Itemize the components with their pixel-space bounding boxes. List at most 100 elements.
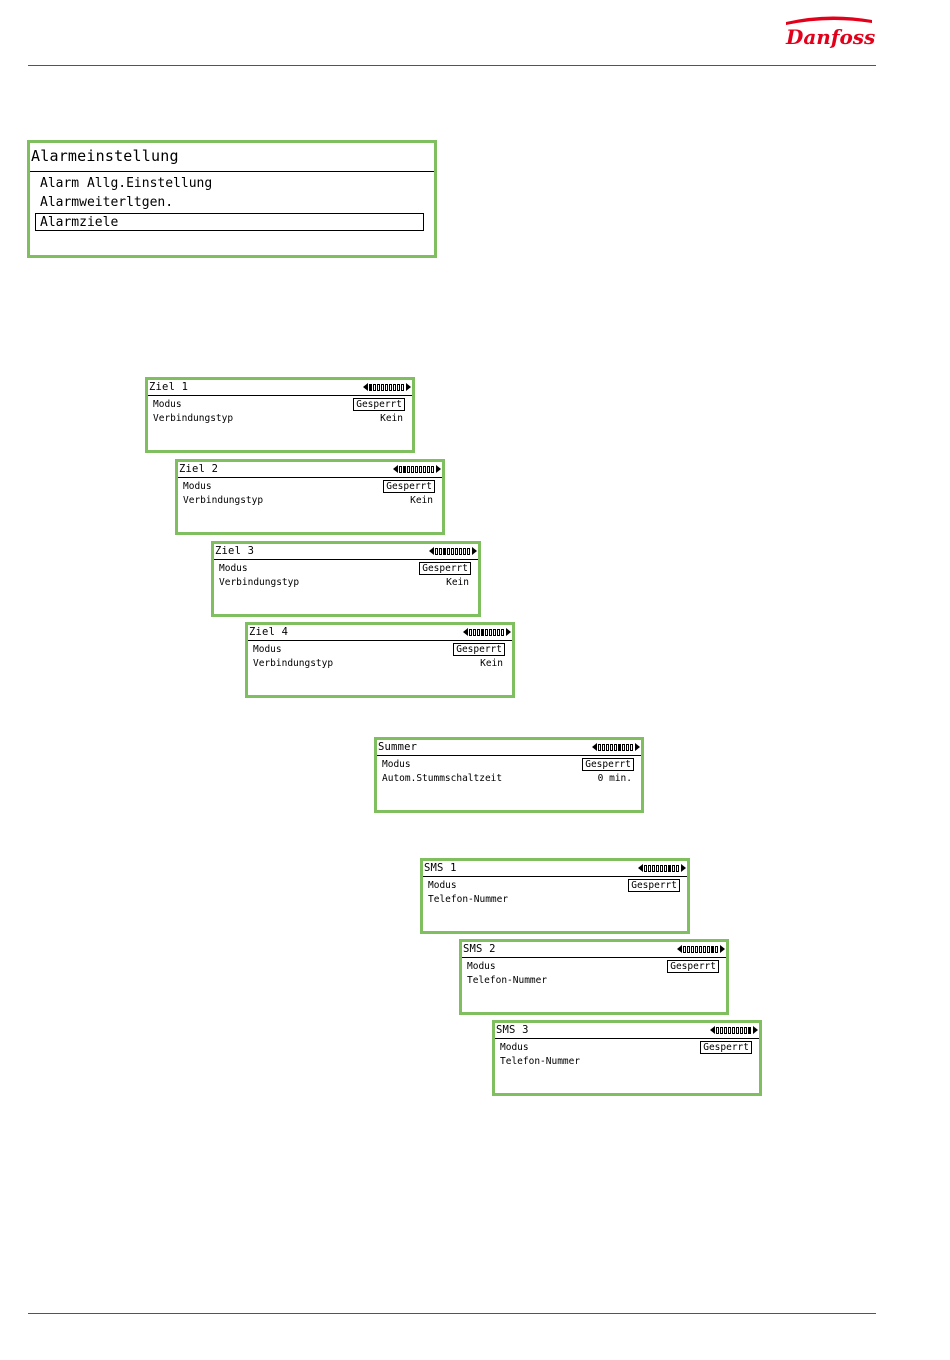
scroll-segment	[676, 864, 679, 872]
mode-label: Modus	[382, 759, 411, 770]
buzzer-panel: Summer Modus Gesperrt Autom.Stummschaltz…	[374, 737, 644, 813]
panel-header: Ziel 4	[248, 625, 512, 641]
mode-value[interactable]: Gesperrt	[582, 758, 634, 771]
scroll-indicator	[363, 383, 411, 391]
panel-title: Ziel 1	[149, 381, 189, 393]
phone-number-label: Telefon-Nummer	[500, 1056, 581, 1067]
scroll-right-arrow-icon	[720, 945, 725, 953]
scroll-right-arrow-icon	[753, 1026, 758, 1034]
scroll-segment	[644, 864, 647, 872]
scroll-segment	[399, 465, 402, 473]
scroll-segment	[373, 383, 376, 391]
scroll-segment	[695, 945, 698, 953]
scroll-segment	[648, 864, 651, 872]
scroll-segment	[672, 864, 675, 872]
scroll-left-arrow-icon	[677, 945, 682, 953]
scroll-indicator	[393, 465, 441, 473]
mode-label: Modus	[219, 563, 248, 574]
scroll-segment	[687, 945, 690, 953]
menu-item-alarm-general[interactable]: Alarm Allg.Einstellung	[40, 176, 213, 191]
connection-type-value[interactable]: Kein	[410, 495, 433, 506]
connection-type-label: Verbindungstyp	[219, 577, 300, 588]
scroll-indicator	[710, 1026, 758, 1034]
scroll-segment	[630, 743, 633, 751]
mode-value[interactable]: Gesperrt	[700, 1041, 752, 1054]
menu-item-alarm-forwarding[interactable]: Alarmweiterltgen.	[40, 195, 174, 210]
scroll-segment	[481, 628, 484, 636]
scroll-left-arrow-icon	[638, 864, 643, 872]
scroll-segment	[477, 628, 480, 636]
scroll-right-arrow-icon	[681, 864, 686, 872]
connection-type-value[interactable]: Kein	[480, 658, 503, 669]
scroll-right-arrow-icon	[635, 743, 640, 751]
scroll-segment	[459, 547, 462, 555]
panel-title: Ziel 4	[249, 626, 289, 638]
danfoss-logo: Danfoss	[780, 14, 876, 50]
panel-title: SMS 1	[424, 862, 457, 874]
panel-header: Ziel 1	[148, 380, 412, 396]
scroll-segment	[598, 743, 601, 751]
scroll-right-arrow-icon	[472, 547, 477, 555]
scroll-segment	[377, 383, 380, 391]
scroll-segment	[397, 383, 400, 391]
connection-type-label: Verbindungstyp	[183, 495, 264, 506]
scroll-right-arrow-icon	[506, 628, 511, 636]
scroll-segment	[389, 383, 392, 391]
scroll-segment	[435, 547, 438, 555]
mode-value[interactable]: Gesperrt	[353, 398, 405, 411]
auto-mute-time-label: Autom.Stummschaltzeit	[382, 773, 503, 784]
mode-value[interactable]: Gesperrt	[628, 879, 680, 892]
scroll-segment	[691, 945, 694, 953]
scroll-segment	[403, 465, 406, 473]
scroll-segment	[451, 547, 454, 555]
panel-header: Summer	[377, 740, 641, 756]
connection-type-value[interactable]: Kein	[380, 413, 403, 424]
scroll-segment	[724, 1026, 727, 1034]
scroll-segment	[493, 628, 496, 636]
connection-type-value[interactable]: Kein	[446, 577, 469, 588]
mode-value[interactable]: Gesperrt	[667, 960, 719, 973]
scroll-segment	[720, 1026, 723, 1034]
scroll-segment	[748, 1026, 751, 1034]
panel-header: SMS 3	[495, 1023, 759, 1039]
target-3-panel: Ziel 3 Modus Gesperrt Verbindungstyp Kei…	[211, 541, 481, 617]
scroll-segment	[489, 628, 492, 636]
mode-value[interactable]: Gesperrt	[383, 480, 435, 493]
scroll-left-arrow-icon	[363, 383, 368, 391]
scroll-segment	[732, 1026, 735, 1034]
scroll-segment	[463, 547, 466, 555]
auto-mute-time-value[interactable]: 0 min.	[597, 773, 632, 784]
scroll-segment	[443, 547, 446, 555]
scroll-segment	[610, 743, 613, 751]
scroll-segment	[606, 743, 609, 751]
menu-selection-highlight	[35, 213, 424, 231]
connection-type-label: Verbindungstyp	[153, 413, 234, 424]
scroll-segment	[467, 547, 470, 555]
menu-item-alarm-targets[interactable]: Alarmziele	[40, 215, 119, 230]
mode-value[interactable]: Gesperrt	[419, 562, 471, 575]
scroll-segment	[419, 465, 422, 473]
scroll-segment	[618, 743, 621, 751]
panel-header: SMS 1	[423, 861, 687, 877]
mode-label: Modus	[253, 644, 282, 655]
scroll-segment	[393, 383, 396, 391]
scroll-indicator	[429, 547, 477, 555]
panel-title: Ziel 3	[215, 545, 255, 557]
scroll-segment	[736, 1026, 739, 1034]
header-rule	[28, 65, 876, 66]
scroll-segment	[423, 465, 426, 473]
sms-3-panel: SMS 3 Modus Gesperrt Telefon-Nummer	[492, 1020, 762, 1096]
scroll-left-arrow-icon	[463, 628, 468, 636]
scroll-segment	[473, 628, 476, 636]
sms-2-panel: SMS 2 Modus Gesperrt Telefon-Nummer	[459, 939, 729, 1015]
scroll-segment	[381, 383, 384, 391]
mode-value[interactable]: Gesperrt	[453, 643, 505, 656]
scroll-segment	[427, 465, 430, 473]
scroll-segment	[626, 743, 629, 751]
mode-label: Modus	[428, 880, 457, 891]
target-1-panel: Ziel 1 Modus Gesperrt Verbindungstyp Kei…	[145, 377, 415, 453]
scroll-segment	[716, 1026, 719, 1034]
scroll-segment	[485, 628, 488, 636]
scroll-segment	[447, 547, 450, 555]
mode-label: Modus	[183, 481, 212, 492]
